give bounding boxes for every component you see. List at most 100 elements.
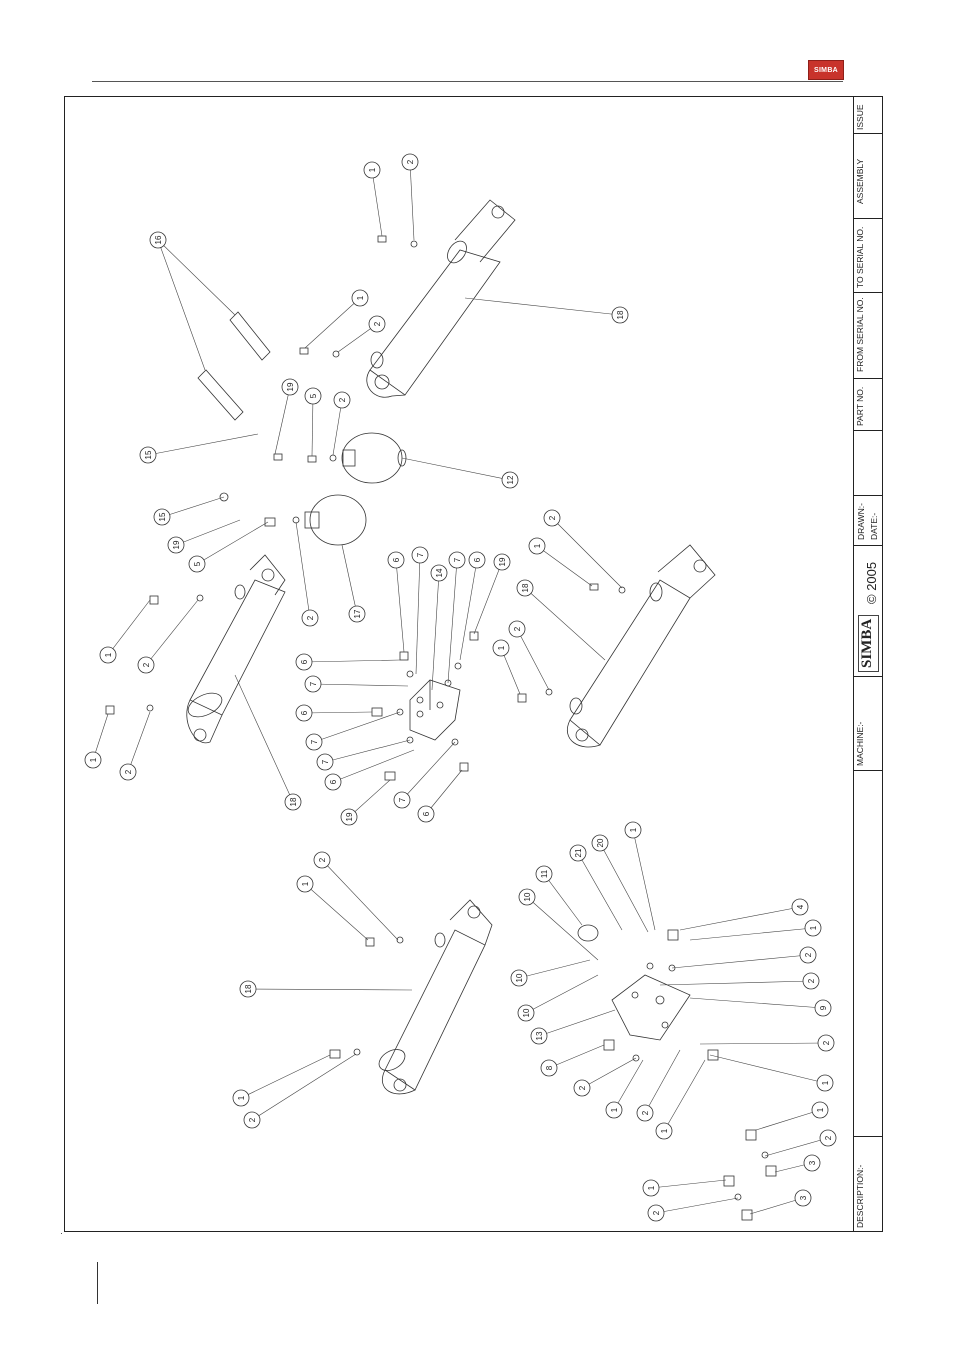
item-balloon: 1 — [85, 752, 101, 768]
item-balloon: 6 — [418, 806, 434, 822]
balloon-number: 1 — [356, 295, 365, 300]
item-balloon: 14 — [431, 565, 447, 581]
quick-coupler-lower — [198, 370, 243, 420]
balloon-number: 5 — [193, 561, 202, 566]
item-balloon: 13 — [531, 1028, 547, 1044]
balloon-number: 2 — [824, 1135, 833, 1140]
balloon-number: 1 — [629, 827, 638, 832]
balloon-number: 6 — [392, 557, 401, 562]
title-block-divider — [853, 96, 854, 1232]
item-balloon: 16 — [150, 232, 166, 248]
balloon-number: 6 — [473, 557, 482, 562]
item-balloon: 18 — [240, 981, 256, 997]
balloon-number: 19 — [286, 382, 295, 391]
balloon-number: 2 — [548, 515, 557, 520]
balloon-number: 10 — [522, 1008, 531, 1017]
balloon-number: 2 — [578, 1085, 587, 1090]
item-balloon: 2 — [820, 1130, 836, 1146]
title-block-rule — [853, 1136, 883, 1137]
balloon-number: 1 — [237, 1095, 246, 1100]
title-block-rule — [853, 545, 883, 546]
balloon-number: 1 — [610, 1107, 619, 1112]
title-block-rule — [853, 495, 883, 496]
date-label: DATE:- — [869, 513, 879, 540]
balloon-number: 12 — [506, 475, 515, 484]
item-balloon: 2 — [544, 510, 560, 526]
balloon-number: 14 — [435, 568, 444, 577]
balloon-number: 7 — [398, 797, 407, 802]
item-balloon: 6 — [296, 654, 312, 670]
item-balloon: 9 — [815, 1000, 831, 1016]
item-balloon: 6 — [296, 705, 312, 721]
balloon-number: 1 — [809, 925, 818, 930]
pressure-gauge — [578, 925, 598, 941]
balloon-number: 1 — [821, 1080, 830, 1085]
balloon-number: 6 — [300, 710, 309, 715]
item-balloon: 19 — [341, 809, 357, 825]
item-balloon: 7 — [306, 734, 322, 750]
item-balloon: 1 — [805, 920, 821, 936]
item-balloon: 2 — [800, 947, 816, 963]
item-balloon: 1 — [606, 1102, 622, 1118]
balloon-number: 16 — [154, 235, 163, 244]
balloon-number: 17 — [353, 609, 362, 618]
item-balloon: 15 — [140, 447, 156, 463]
item-balloon: 7 — [449, 552, 465, 568]
balloon-number: 7 — [309, 681, 318, 686]
item-balloon: 1 — [100, 647, 116, 663]
item-balloon: 2 — [637, 1105, 653, 1121]
hydraulic-cylinder-top — [367, 200, 515, 397]
item-balloon: 11 — [536, 866, 552, 882]
balloon-number: 8 — [545, 1065, 554, 1070]
balloon-number: 2 — [652, 1210, 661, 1215]
from-serial-label: FROM SERIAL NO. — [855, 297, 865, 372]
balloon-number: 1 — [104, 652, 113, 657]
balloon-number: 6 — [329, 779, 338, 784]
balloon-number: 2 — [807, 978, 816, 983]
balloon-number: 19 — [172, 540, 181, 549]
balloon-number: 5 — [309, 393, 318, 398]
item-balloon: 3 — [804, 1155, 820, 1171]
item-balloon: 1 — [493, 640, 509, 656]
item-balloon: 1 — [297, 876, 313, 892]
page-mark — [61, 1233, 62, 1234]
balloon-number: 18 — [616, 310, 625, 319]
item-balloon: 17 — [349, 606, 365, 622]
item-balloon: 1 — [643, 1180, 659, 1196]
footer-rule — [97, 1262, 98, 1304]
quick-coupler-upper — [230, 312, 270, 360]
title-block-rule — [853, 378, 883, 379]
item-balloon: 21 — [570, 845, 586, 861]
item-balloon: 6 — [388, 552, 404, 568]
balloon-number: 1 — [533, 543, 542, 548]
balloon-number: 1 — [816, 1107, 825, 1112]
part-no-label: PART NO. — [855, 387, 865, 426]
balloon-number: 21 — [574, 848, 583, 857]
item-balloon: 1 — [625, 822, 641, 838]
item-balloon: 12 — [502, 472, 518, 488]
item-balloon: 4 — [792, 899, 808, 915]
item-balloon: 6 — [325, 774, 341, 790]
title-block-rule — [853, 133, 883, 134]
item-balloon: 1 — [817, 1075, 833, 1091]
balloon-number: 2 — [338, 397, 347, 402]
item-balloon: 15 — [154, 509, 170, 525]
balloon-number: 2 — [248, 1117, 257, 1122]
item-balloon: 20 — [592, 835, 608, 851]
item-balloon: 1 — [656, 1123, 672, 1139]
balloon-number: 7 — [310, 739, 319, 744]
item-balloon: 18 — [285, 794, 301, 810]
item-balloon: 1 — [812, 1102, 828, 1118]
fittings — [106, 236, 776, 1220]
logo-text: SIMBA — [814, 67, 838, 74]
item-balloon: 2 — [574, 1080, 590, 1096]
item-balloon: 10 — [511, 970, 527, 986]
item-balloon: 6 — [469, 552, 485, 568]
item-balloon: 7 — [305, 676, 321, 692]
hydraulic-cylinder-bottom — [375, 900, 492, 1094]
balloon-number: 15 — [158, 512, 167, 521]
balloon-number: 10 — [523, 892, 532, 901]
item-balloon: 2 — [818, 1035, 834, 1051]
item-balloon: 2 — [314, 852, 330, 868]
item-balloon: 19 — [494, 554, 510, 570]
